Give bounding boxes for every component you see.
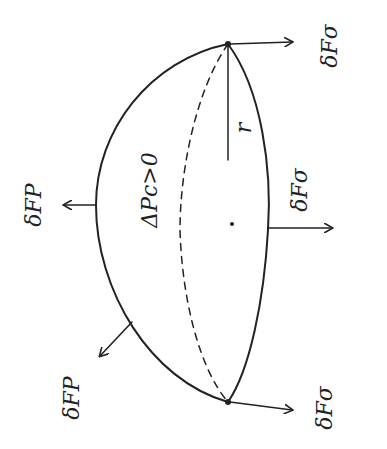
rim-dot xyxy=(225,41,231,47)
base-ellipse-front xyxy=(228,44,269,402)
center-dot xyxy=(230,222,234,226)
tension-arrow xyxy=(268,227,332,229)
base-ellipse-back xyxy=(180,44,228,402)
rim-dot xyxy=(225,399,231,405)
force-label: δFP xyxy=(61,376,83,419)
force-label: δFP xyxy=(23,183,45,226)
force-label: δFσ xyxy=(319,24,341,68)
tension-arrow xyxy=(230,42,292,44)
force-label: δFσ xyxy=(289,168,311,212)
pressure-arrow xyxy=(64,204,96,206)
pressure-label: ΔPc>0 xyxy=(139,152,161,227)
tension-arrow xyxy=(230,402,292,410)
dome-arc xyxy=(96,44,228,402)
force-label: δFσ xyxy=(314,386,336,430)
radius-line xyxy=(227,46,229,160)
pressure-arrow xyxy=(100,322,132,356)
radius-label: r xyxy=(233,123,255,134)
